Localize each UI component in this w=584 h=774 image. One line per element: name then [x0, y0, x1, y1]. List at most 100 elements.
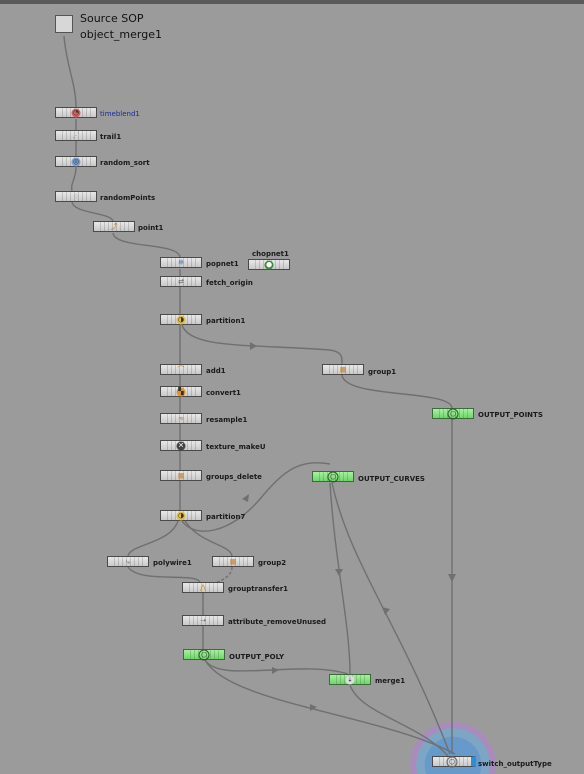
node-groups_delete[interactable]: ▦	[160, 470, 202, 481]
output-icon: ○	[447, 408, 459, 419]
node-grouptransfer1[interactable]: ⋀	[182, 582, 224, 593]
convert-icon: ▚	[176, 387, 186, 396]
wire	[181, 324, 343, 365]
node-label: popnet1	[206, 260, 239, 268]
node-popnet1[interactable]: ✲	[160, 257, 202, 268]
wire-arrow	[242, 494, 249, 502]
node-polywire1[interactable]: ⤷	[107, 556, 149, 567]
wire	[71, 201, 114, 222]
wire	[127, 566, 201, 583]
wire-arrow	[382, 607, 390, 615]
partition-icon: ◑	[176, 315, 186, 324]
node-label: random_sort	[100, 159, 150, 167]
node-label: point1	[138, 224, 164, 232]
wire	[329, 482, 351, 675]
group-icon: ▦	[177, 471, 185, 479]
chopnet-icon: ●	[264, 260, 274, 269]
node-fetch_origin[interactable]: ⇄	[160, 276, 202, 287]
add-icon: ⌒	[177, 365, 185, 373]
node-label: polywire1	[153, 559, 192, 567]
switch-icon: ○	[446, 756, 458, 767]
node-merge1[interactable]: ⇣	[329, 674, 371, 685]
wire	[209, 566, 233, 587]
node-texture_makeU[interactable]: ✕	[160, 440, 202, 451]
node-label: OUTPUT_CURVES	[358, 475, 425, 483]
node-resample1[interactable]: ≈	[160, 413, 202, 424]
node-label: timeblend1	[100, 110, 140, 118]
wire	[331, 482, 451, 755]
wire	[184, 520, 233, 557]
node-label: randomPoints	[100, 194, 156, 202]
wire-arrow	[310, 704, 317, 711]
node-label: partition1	[206, 317, 246, 325]
node-label: partition7	[206, 513, 246, 521]
node-group1[interactable]: ▦	[322, 364, 364, 375]
wire-arrow	[335, 569, 343, 576]
node-label: group1	[368, 368, 397, 376]
node-label: fetch_origin	[206, 279, 253, 287]
node-convert1[interactable]: ▚	[160, 386, 202, 397]
fetch-icon: ⇄	[178, 277, 184, 285]
texture-icon: ✕	[176, 441, 186, 450]
node-add1[interactable]: ⌒	[160, 364, 202, 375]
node-timeblend1[interactable]: ◔	[55, 107, 97, 118]
wire-arrow	[272, 667, 279, 674]
trail-icon: ⋰	[72, 131, 80, 139]
timeblend-icon: ◔	[71, 108, 81, 117]
node-label: add1	[206, 367, 226, 375]
source-sop-title: Source SOP	[80, 12, 144, 25]
node-group2[interactable]: ▦	[212, 556, 254, 567]
node-label: attribute_removeUnused	[228, 618, 327, 626]
node-label: merge1	[375, 677, 406, 685]
node-switch_outputType[interactable]: ○	[432, 756, 476, 767]
wire	[112, 232, 181, 258]
points-icon: ⁘	[73, 192, 79, 200]
node-OUTPUT_CURVES[interactable]: ○	[312, 471, 354, 482]
group-icon: ▦	[229, 557, 237, 565]
node-partition1[interactable]: ◑	[160, 314, 202, 325]
node-label: grouptransfer1	[228, 585, 289, 593]
node-label: convert1	[206, 389, 241, 397]
node-label: texture_makeU	[206, 443, 266, 451]
node-label: resample1	[206, 416, 248, 424]
node-chopnet1[interactable]: ●	[248, 259, 290, 270]
node-random_sort[interactable]: ◎	[55, 156, 97, 167]
node-label: OUTPUT_POLY	[229, 653, 285, 661]
wire	[127, 520, 179, 557]
wire	[63, 35, 77, 108]
wire	[181, 462, 331, 532]
sort-icon: ◎	[71, 157, 81, 166]
group-icon: ▦	[339, 365, 347, 373]
output-icon: ○	[327, 471, 339, 482]
node-label: OUTPUT_POINTS	[478, 411, 543, 419]
node-OUTPUT_POLY[interactable]: ○	[183, 649, 225, 660]
point-icon: ⤴	[110, 222, 118, 230]
node-trail1[interactable]: ⋰	[55, 130, 97, 141]
node-partition7[interactable]: ◑	[160, 510, 202, 521]
node-label: groups_delete	[206, 473, 262, 481]
node-wires	[63, 35, 456, 757]
attribute-icon: ⇢	[200, 616, 206, 624]
node-label: chopnet1	[252, 250, 289, 258]
wire	[204, 659, 349, 675]
wire-arrow	[250, 342, 257, 350]
partition-icon: ◑	[176, 511, 186, 520]
node-point1[interactable]: ⤴	[93, 221, 135, 232]
node-label: trail1	[100, 133, 122, 141]
node-OUTPUT_POINTS[interactable]: ○	[432, 408, 474, 419]
wire	[349, 684, 449, 757]
merge-icon: ⇣	[345, 675, 355, 684]
node-randomPoints[interactable]: ⁘	[55, 191, 97, 202]
popnet-icon: ✲	[178, 258, 184, 266]
node-attribute_removeUnused[interactable]: ⇢	[182, 615, 224, 626]
node-label: switch_outputType	[478, 760, 552, 768]
grouptransfer-icon: ⋀	[200, 583, 206, 591]
source-sop-node[interactable]	[55, 15, 73, 33]
node-label: group2	[258, 559, 287, 567]
resample-icon: ≈	[178, 414, 184, 422]
wire	[341, 374, 453, 409]
wire	[70, 166, 77, 192]
wire-arrow	[448, 574, 456, 582]
polywire-icon: ⤷	[126, 557, 130, 565]
